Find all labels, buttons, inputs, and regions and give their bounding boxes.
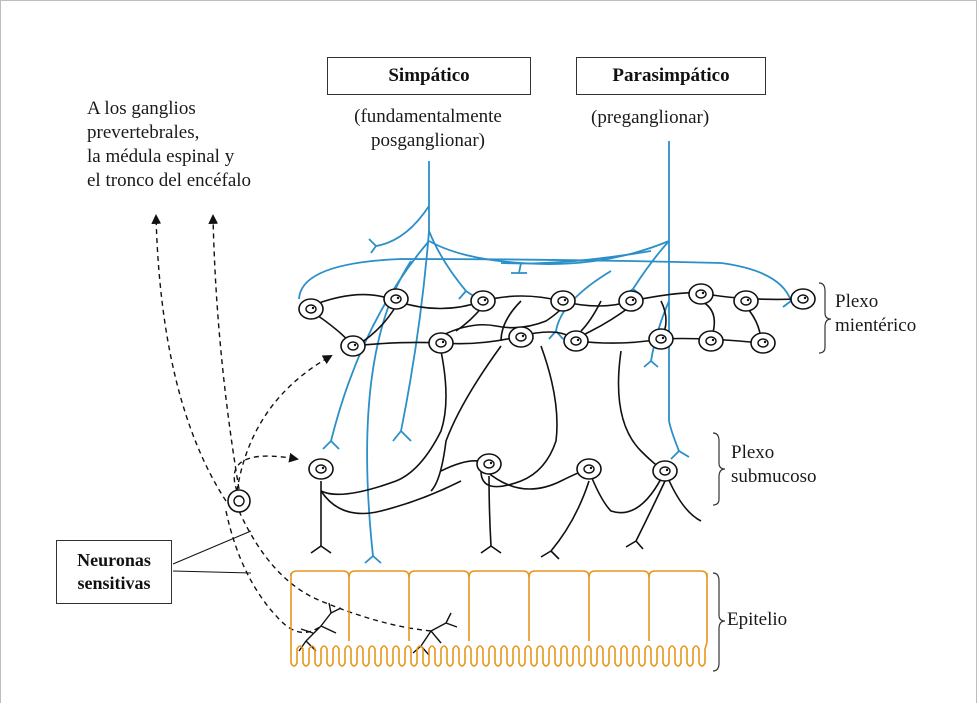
myenteric-neuron bbox=[699, 331, 723, 351]
myenteric-neuron bbox=[551, 291, 575, 311]
sympathetic-label: Simpático bbox=[388, 65, 469, 87]
myenteric-neuron bbox=[619, 291, 643, 311]
afferent-target-label: A los ganglios prevertebrales, la médula… bbox=[87, 97, 251, 193]
epithelium-layer bbox=[291, 571, 707, 666]
submucosal-plexus-label: Plexo submucoso bbox=[731, 441, 817, 489]
myenteric-neuron bbox=[341, 336, 365, 356]
myenteric-neuron bbox=[751, 333, 775, 353]
parasympathetic-fibers bbox=[299, 141, 799, 459]
sympathetic-label-box: Simpático bbox=[327, 57, 531, 95]
myenteric-neuron bbox=[689, 284, 713, 304]
submucosal-neuron bbox=[653, 461, 677, 481]
myenteric-neuron bbox=[471, 291, 495, 311]
myenteric-neuron bbox=[299, 299, 323, 319]
myenteric-neuron bbox=[791, 289, 815, 309]
submucosal-neuron bbox=[477, 454, 501, 474]
parasympathetic-label-box: Parasimpático bbox=[576, 57, 766, 95]
myenteric-plexus-label: Plexo mientérico bbox=[835, 290, 916, 338]
sensory-neurons-label-box: Neuronas sensitivas bbox=[56, 540, 172, 604]
sympathetic-note: (fundamentalmente posganglionar) bbox=[325, 105, 531, 153]
enteric-connections bbox=[311, 293, 801, 559]
epithelium-label: Epitelio bbox=[727, 609, 787, 631]
parasympathetic-note: (preganglionar) bbox=[591, 107, 709, 129]
sensory-neuron-cell bbox=[228, 490, 250, 512]
parasympathetic-label: Parasimpático bbox=[612, 65, 729, 87]
myenteric-neuron bbox=[384, 289, 408, 309]
submucosal-neuron bbox=[309, 459, 333, 479]
myenteric-neuron bbox=[649, 329, 673, 349]
myenteric-neuron bbox=[734, 291, 758, 311]
myenteric-neuron bbox=[509, 327, 533, 347]
submucosal-neuron bbox=[577, 459, 601, 479]
myenteric-neuron bbox=[564, 331, 588, 351]
myenteric-neuron bbox=[429, 333, 453, 353]
sensory-pathways bbox=[156, 216, 431, 632]
sympathetic-fibers bbox=[323, 161, 669, 563]
sensory-label-leaders bbox=[173, 531, 251, 573]
